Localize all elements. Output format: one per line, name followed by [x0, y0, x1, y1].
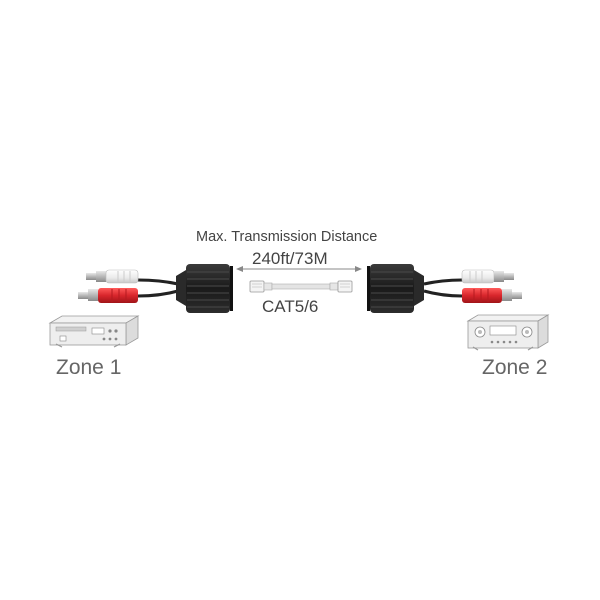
zone-2-label: Zone 2	[482, 356, 548, 379]
distance-arrow	[236, 266, 362, 272]
dvd-player-icon	[48, 315, 140, 348]
white-rca-plug-left	[86, 269, 139, 284]
av-receiver-icon	[466, 314, 550, 351]
zone-1-label: Zone 1	[56, 356, 122, 379]
cable-type-label: CAT5/6	[262, 297, 319, 316]
red-rca-plug-right	[462, 288, 522, 303]
left-balun-assembly	[78, 264, 233, 313]
white-rca-plug-right	[461, 269, 514, 284]
right-balun-icon	[367, 264, 424, 313]
rj45-cable-icon	[249, 280, 353, 293]
max-distance-heading: Max. Transmission Distance	[196, 229, 378, 245]
right-balun-assembly	[367, 264, 522, 313]
left-balun-icon	[176, 264, 233, 313]
red-rca-plug-left	[78, 288, 138, 303]
distance-value: 240ft/73M	[252, 249, 328, 268]
